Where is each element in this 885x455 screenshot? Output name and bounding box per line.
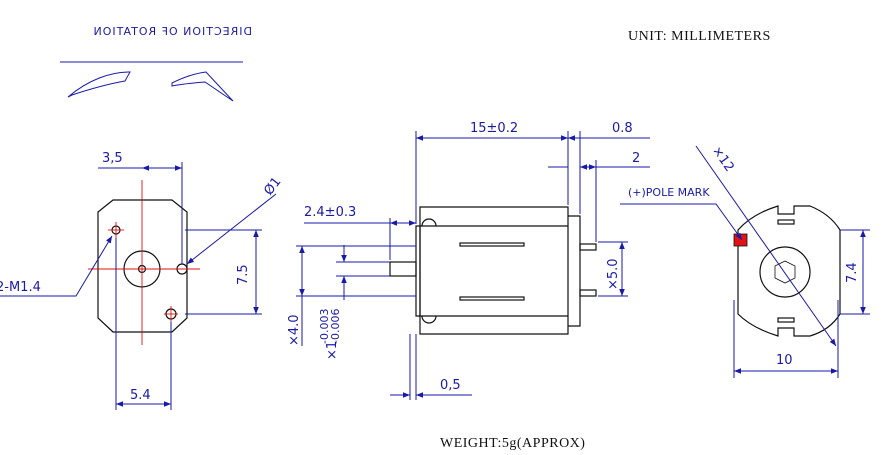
side-dim-05: 0,5 xyxy=(440,378,461,393)
rotation-arrow-icon xyxy=(60,61,243,102)
unit-label: UNIT: MILLIMETERS xyxy=(628,29,771,44)
side-dim-shaft: ×1 xyxy=(325,341,340,360)
side-dim-shaft-len: 2.4±0.3 xyxy=(304,205,356,220)
rear-dim-width: 10 xyxy=(776,353,793,368)
side-dim-body-dia: ×5.0 xyxy=(606,258,621,290)
front-view: 3,5 Ø1 2-M1.4 7.5 5.4 xyxy=(0,151,285,410)
pole-mark-icon xyxy=(733,233,748,247)
front-dim-bottom: 5.4 xyxy=(130,388,151,403)
side-dim-shaft-tol-upper: -0.003 xyxy=(318,309,331,344)
side-view: 15±0.2 0.8 2 2.4±0.3 ×4.0 ×1 -0.003 -0.0… xyxy=(287,121,650,400)
rear-view: ×12 (+)POLE MARK 7.4 10 xyxy=(620,144,870,378)
side-dim-2: 2 xyxy=(632,151,640,166)
side-dim-shaft-tol-lower: -0.006 xyxy=(329,309,342,344)
rear-dim-height: 7.4 xyxy=(845,262,860,283)
front-dim-height: 7.5 xyxy=(236,264,251,285)
front-dim-top: 3,5 xyxy=(102,151,123,166)
rotation-label: DIRECTION OF ROTATION xyxy=(92,25,252,38)
front-dim-screw: 2-M1.4 xyxy=(0,280,41,295)
rotation-label-group: DIRECTION OF ROTATION xyxy=(92,25,252,38)
rear-pole-mark: (+)POLE MARK xyxy=(628,186,710,199)
side-dim-length: 15±0.2 xyxy=(470,121,518,136)
side-dim-08: 0.8 xyxy=(612,121,633,136)
side-dim-boss: ×4.0 xyxy=(287,314,302,346)
front-dim-hole: Ø1 xyxy=(261,175,284,199)
weight-label: WEIGHT:5g(APPROX) xyxy=(440,436,585,451)
